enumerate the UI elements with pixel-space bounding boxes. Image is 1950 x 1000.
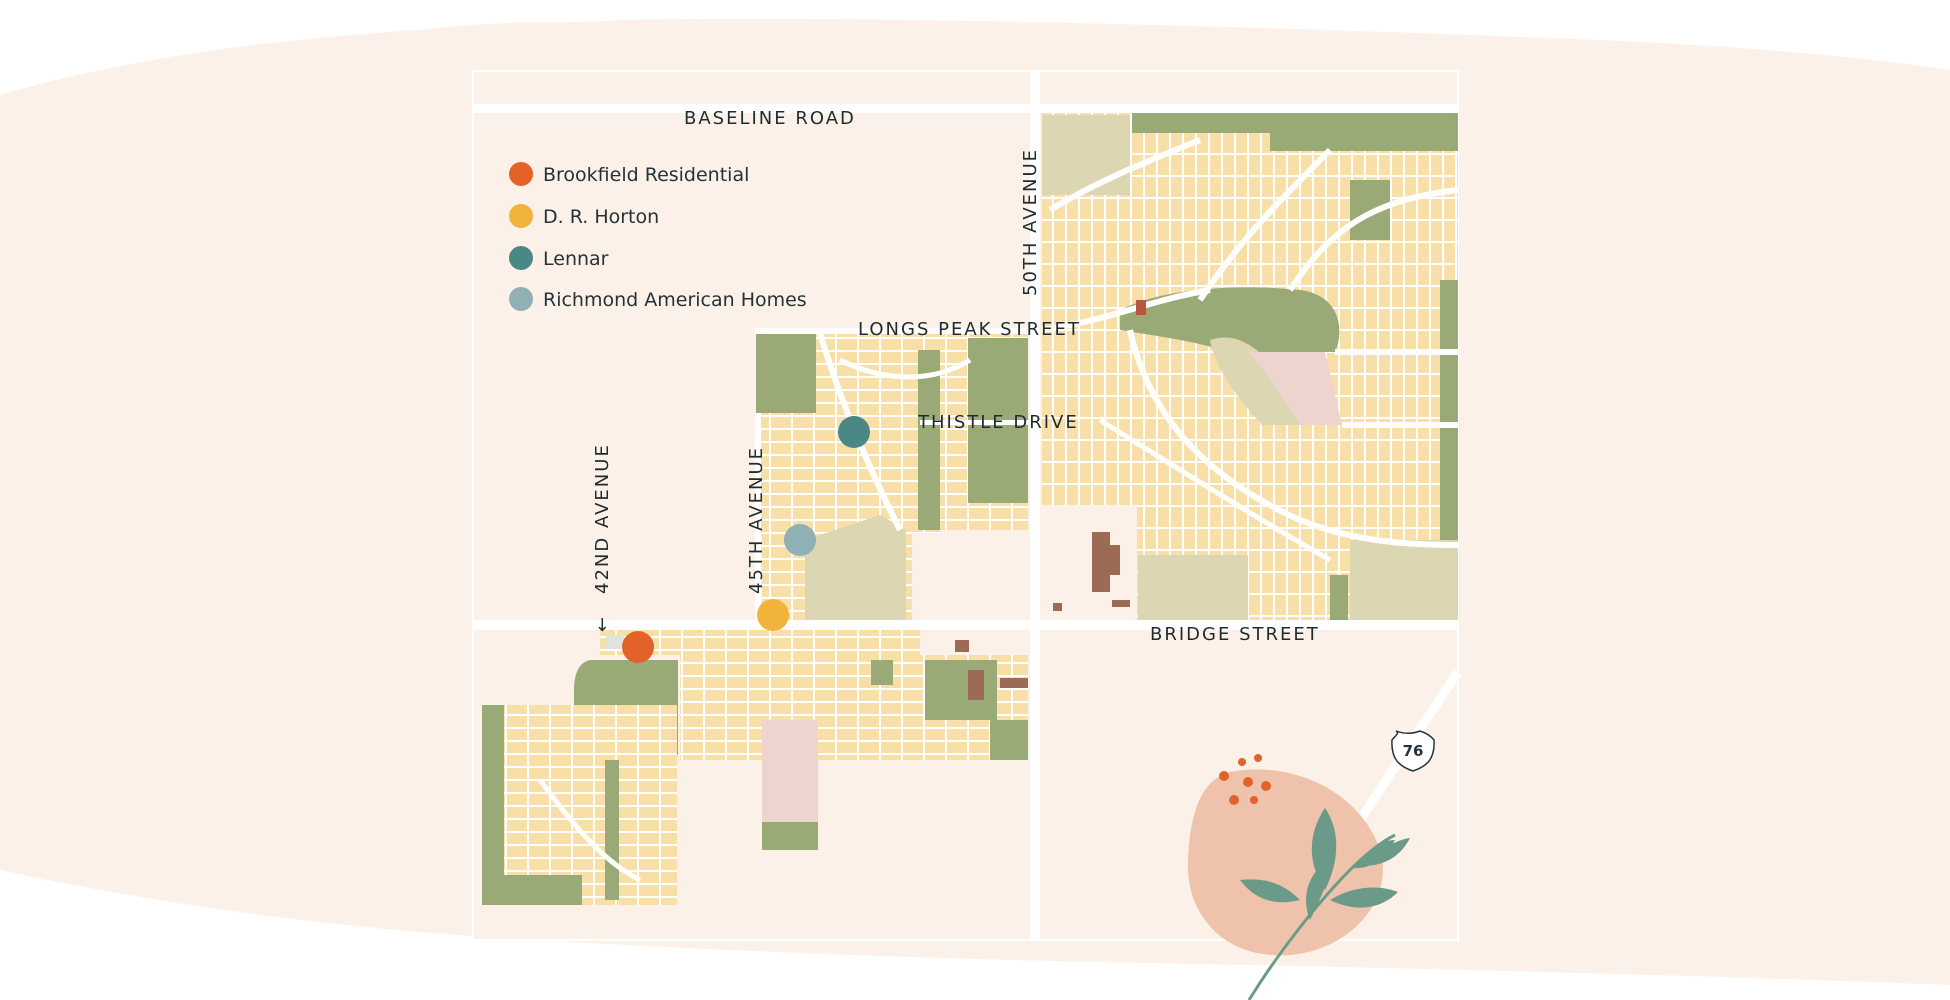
legend-label: Richmond American Homes [543,289,807,311]
northeast-community [1041,113,1459,621]
legend-label: D. R. Horton [543,206,659,228]
baseline-road-label: BASELINE ROAD [684,108,856,129]
building [1092,532,1110,592]
building [1110,545,1120,575]
bridge-street-label: BRIDGE STREET [1150,624,1320,645]
southern-green-strip [1330,575,1348,621]
east-park-strip [1440,280,1458,540]
legend-label: Lennar [543,248,609,270]
central-pale-open-space [805,515,906,620]
curved-street [1197,147,1333,302]
central-green-corridor [918,350,940,530]
southwest-green-bottom [482,875,582,905]
fortyfifth-avenue-road [755,413,761,620]
legend-item: Brookfield Residential [509,162,749,186]
legend-swatch [509,162,533,186]
legend-label: Brookfield Residential [543,164,749,186]
building [1053,603,1062,611]
building [1000,678,1028,688]
building [1136,300,1146,315]
legend-swatch [509,287,533,311]
southwest-green-strip [605,760,619,900]
fiftieth-avenue-label: 50TH AVENUE [1020,148,1041,296]
pink-parcel [1248,352,1342,425]
marker-brookfield[interactable] [622,631,654,663]
north-park-strip [1132,113,1282,133]
southwest-curved-street [538,778,642,883]
curved-street [1287,187,1459,292]
central-green [1120,287,1340,352]
thistle-drive-label: THISTLE DRIVE [917,412,1079,433]
legend-item: Richmond American Homes [509,287,807,311]
curved-street [1041,287,1211,333]
interstate-number: 76 [1403,742,1424,760]
marker-richmond[interactable] [784,524,816,556]
fortysecond-avenue-label: 42ND AVENUE [592,443,613,594]
fiftieth-avenue [1030,71,1040,940]
legend-item: Lennar [509,246,609,270]
green-parcel-south [762,822,818,850]
central-blank-area [940,530,1028,620]
longs-peak-street-label: LONGS PEAK STREET [858,319,1081,340]
southwest-community [482,630,1028,905]
longs-peak-street [755,328,1040,334]
pale-open-space [1210,337,1305,425]
central-community [756,332,1028,620]
detention-pond [606,635,624,649]
interstate-shield-icon: 76 [1391,730,1435,772]
pink-parcel-south [762,720,818,822]
southwest-lots [482,705,677,905]
east-park [925,660,997,720]
legend-item: D. R. Horton [509,204,659,228]
baseline-road [473,104,1458,113]
southeast-green [990,720,1028,760]
building [968,670,984,700]
decorative-leaf-icon [1187,754,1410,1000]
fortysecond-arrow-icon: ← [592,615,613,632]
builder-markers [622,416,870,663]
marker-lennar[interactable] [838,416,870,448]
southwest-green-west [482,705,504,905]
building [955,640,969,652]
central-ring-street [838,357,972,380]
fortyfifth-avenue-label: 45TH AVENUE [746,446,767,594]
southeast-pale-parcel [1350,540,1458,621]
northeast-park-strip [1270,113,1458,151]
small-green [871,660,893,685]
central-west-green [756,333,816,413]
legend-swatch [509,246,533,270]
northwest-pale-parcel [1042,115,1130,195]
legend-swatch [509,204,533,228]
building [1112,600,1130,607]
curved-street [1048,137,1202,213]
curved-street [1098,417,1332,563]
thistle-drive [920,420,1030,425]
southwest-pale-parcel [1138,555,1248,621]
legend: Brookfield Residential D. R. Horton Lenn… [509,162,807,311]
bridge-street [473,620,1458,630]
curved-street [1127,329,1459,548]
marker-dr-horton[interactable] [757,599,789,631]
